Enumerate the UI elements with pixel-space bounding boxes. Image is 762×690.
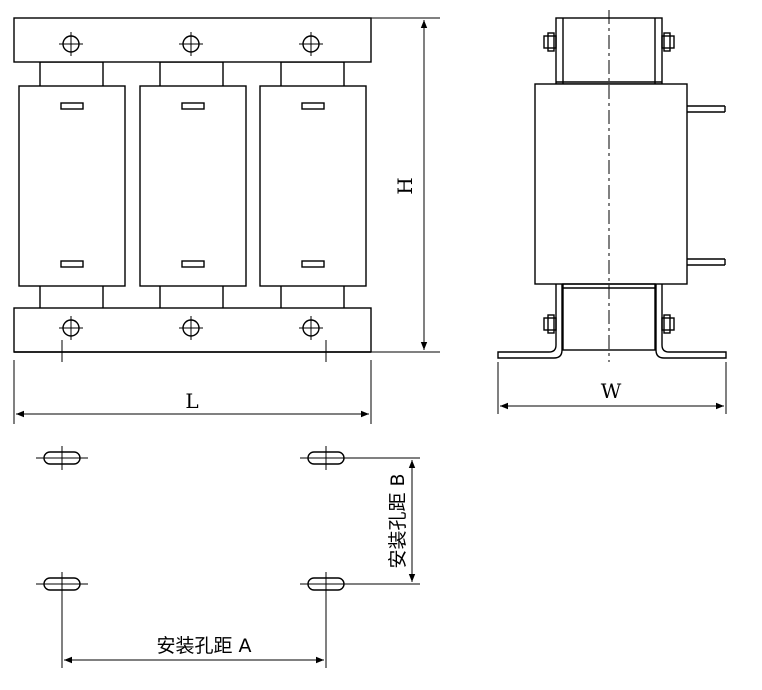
length-dimension: L (13, 360, 372, 424)
bolt-icon (179, 32, 203, 56)
bolt-icon (299, 32, 323, 56)
left-foot (497, 284, 563, 359)
height-label: H (393, 177, 417, 194)
bolt-icon (59, 32, 83, 56)
slot-hole-icon (300, 446, 352, 470)
height-dimension: H (371, 17, 440, 353)
right-foot (655, 284, 727, 359)
width-label: W (601, 379, 622, 403)
mount-b-dimension: 安装孔距 B (352, 457, 420, 585)
terminal-lugs (687, 105, 726, 266)
bolt-icon (299, 316, 323, 340)
width-dimension: W (497, 362, 727, 414)
length-label: L (185, 389, 198, 413)
bottom-yoke (13, 307, 372, 353)
bolt-icon (59, 316, 83, 340)
yoke-bolt-icons (59, 32, 323, 340)
slot-hole-icon (36, 446, 88, 470)
coils (18, 85, 367, 287)
mounting-hole-pattern: 安装孔距 B 安装孔距 A (36, 446, 420, 668)
mount-a-dimension: 安装孔距 A (61, 596, 327, 668)
mount-b-label: 安装孔距 B (387, 473, 409, 568)
mount-a-label: 安装孔距 A (156, 635, 251, 657)
front-view: H L (13, 17, 440, 424)
slot-hole-icon (300, 572, 352, 596)
slot-hole-icon (36, 572, 88, 596)
bolt-icon (179, 316, 203, 340)
side-coil (534, 83, 688, 285)
upper-clamp (555, 17, 663, 85)
lower-clamp (562, 283, 656, 351)
side-view: W (497, 10, 727, 414)
